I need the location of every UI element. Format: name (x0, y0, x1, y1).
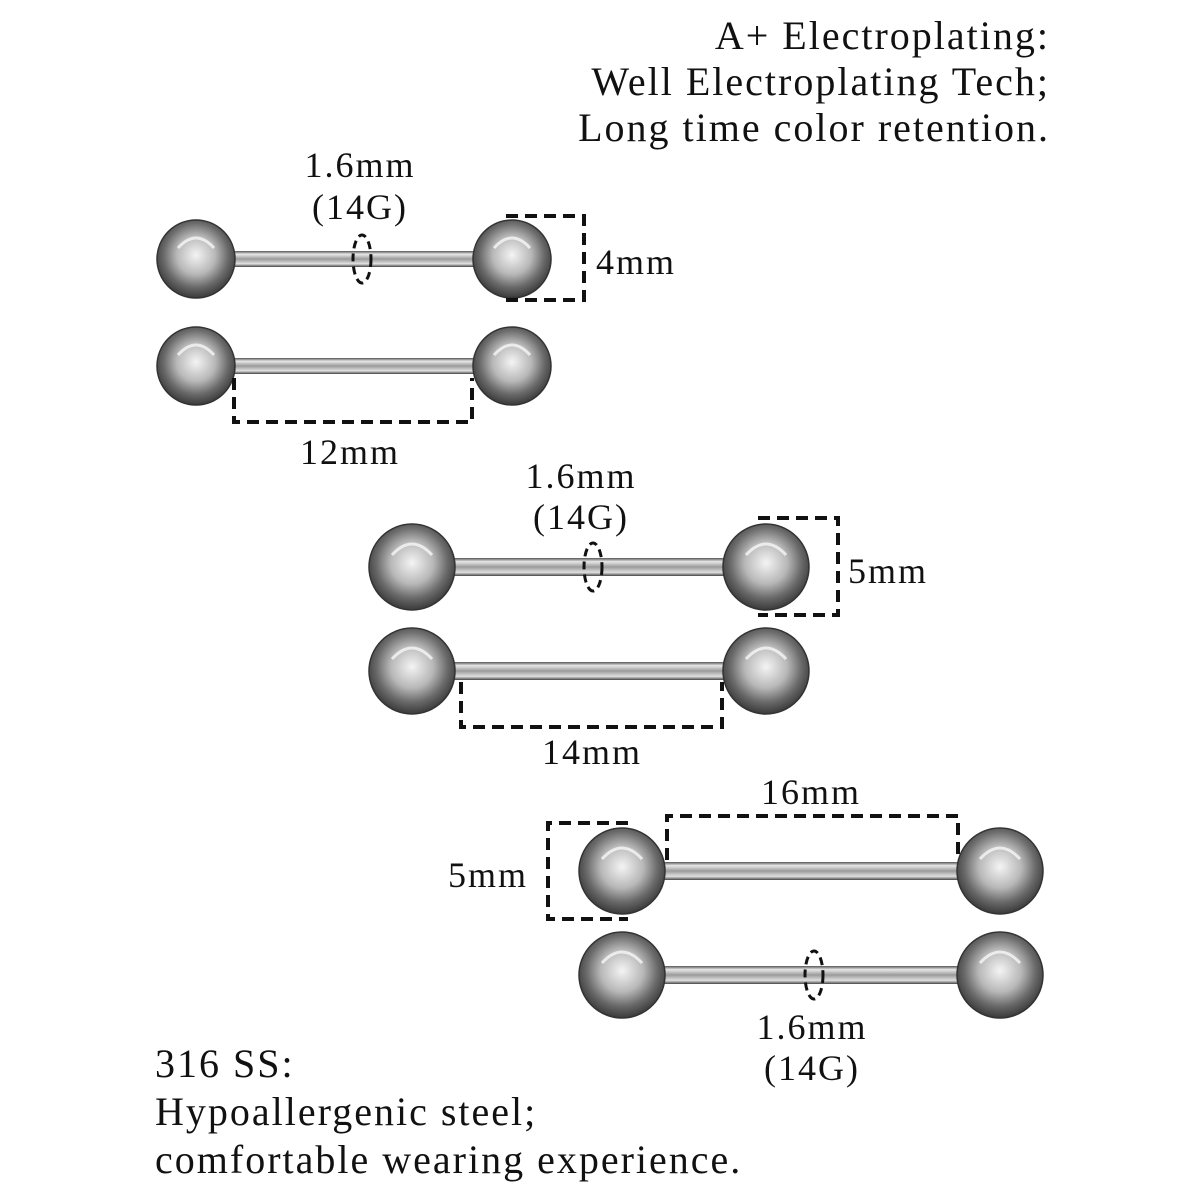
gauge-marker-3 (803, 949, 825, 1001)
barbell-1b (156, 326, 552, 406)
ball-size-marker-2 (758, 516, 840, 617)
gauge-marker-1 (351, 233, 373, 285)
ball-size-marker-3 (546, 821, 628, 921)
footer-line-3: comfortable wearing experience. (155, 1137, 743, 1182)
barbell-3a (578, 827, 1044, 915)
barbell-2b (368, 627, 810, 715)
ball-size-label-1: 4mm (596, 242, 677, 282)
header-line-3: Long time color retention. (578, 105, 1050, 150)
length-marker-2 (459, 682, 724, 729)
header-line-2: Well Electroplating Tech; (591, 59, 1050, 104)
header-line-1: A+ Electroplating: (714, 13, 1050, 58)
gauge-sub-label-1: (14G) (312, 187, 408, 227)
length-marker-3 (665, 814, 960, 860)
gauge-marker-2 (582, 541, 604, 593)
footer-line-2: Hypoallergenic steel; (155, 1089, 538, 1134)
length-marker-1 (232, 378, 474, 424)
gauge-label-3: 1.6mm (756, 1007, 868, 1047)
barbell-3b (578, 931, 1044, 1019)
ball-size-label-2: 5mm (848, 551, 929, 591)
footer-line-1: 316 SS: (155, 1041, 295, 1086)
barbell-1a (156, 219, 552, 299)
gauge-sub-label-2: (14G) (533, 497, 629, 537)
barbell-2a (368, 523, 810, 611)
ball-size-marker-1 (506, 214, 586, 302)
gauge-label-2: 1.6mm (525, 456, 637, 496)
gauge-label-1: 1.6mm (304, 145, 416, 185)
length-label-1: 12mm (299, 432, 400, 472)
length-label-3: 16mm (760, 772, 861, 812)
ball-size-label-3: 5mm (448, 855, 529, 895)
gauge-sub-label-3: (14G) (764, 1048, 860, 1088)
length-label-2: 14mm (541, 732, 642, 772)
